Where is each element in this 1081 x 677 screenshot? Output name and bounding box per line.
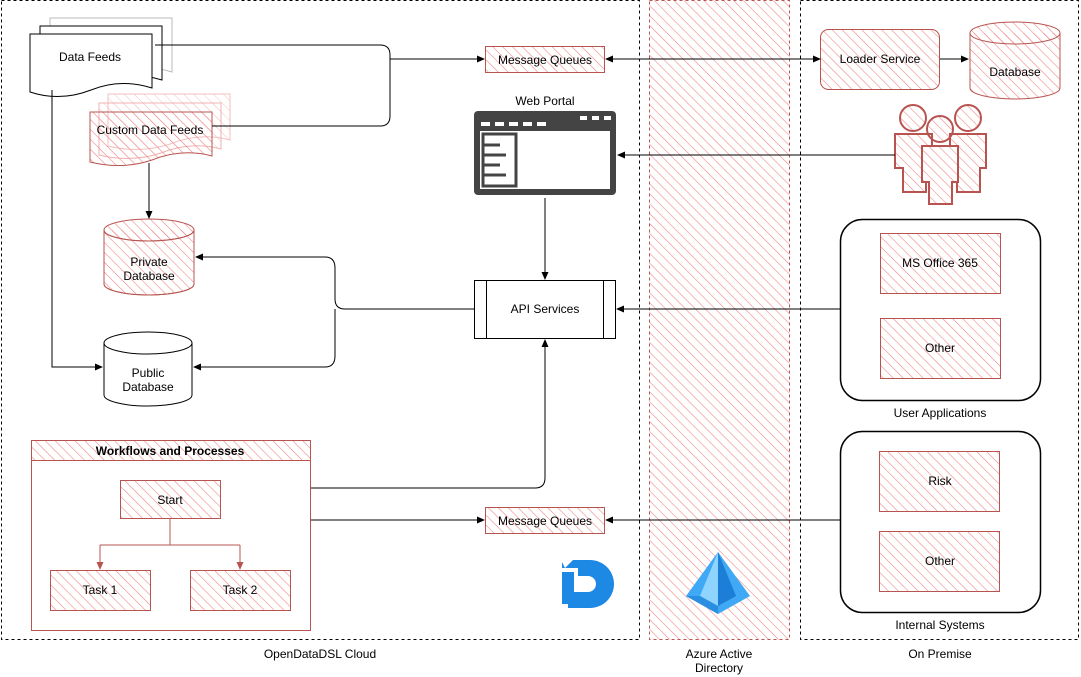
- api-services-node: [474, 280, 616, 339]
- onprem-zone: [800, 0, 1079, 640]
- task2-label: Task 2: [222, 583, 258, 597]
- azure-zone: [649, 0, 790, 640]
- database-label: Database: [989, 65, 1041, 79]
- cloud-zone-label: OpenDataDSL Cloud: [263, 647, 377, 661]
- loader-service-label: Loader Service: [839, 52, 921, 66]
- message-queues-top-label: Message Queues: [497, 53, 593, 67]
- onprem-zone-label: On Premise: [908, 647, 972, 661]
- data-feeds-label: Data Feeds: [58, 50, 122, 64]
- message-queues-bottom-node: [485, 507, 605, 534]
- custom-data-feeds-label: Custom Data Feeds: [96, 123, 204, 137]
- database-node: [969, 21, 1061, 100]
- other-internal-label: Other: [924, 554, 956, 568]
- opendatadsl-logo-icon: [561, 560, 614, 608]
- public-database-label: Public Database: [122, 366, 174, 394]
- public-database-node: [103, 331, 193, 407]
- message-queues-top-node: [485, 46, 605, 73]
- connectors: [51, 44, 969, 524]
- risk-label: Risk: [928, 474, 952, 488]
- task1-label: Task 1: [82, 583, 118, 597]
- internal-systems-label: Internal Systems: [895, 618, 985, 632]
- api-services-label: API Services: [510, 302, 580, 316]
- start-to-tasks-connector: [99, 519, 241, 569]
- users-group-icon: [894, 104, 987, 205]
- data-feeds-node: [29, 17, 173, 97]
- web-portal-window-icon: [474, 111, 616, 195]
- ms-office-node: [880, 233, 1001, 294]
- custom-data-feeds-node: [89, 93, 231, 166]
- web-portal-label: Web Portal: [515, 94, 575, 108]
- risk-node: [879, 451, 1000, 512]
- cloud-zone: [1, 0, 640, 640]
- other-internal-node: [879, 531, 1000, 592]
- start-label: Start: [157, 493, 183, 507]
- azure-zone-label: Azure Active Directory: [685, 647, 753, 675]
- azure-active-directory-icon: [686, 552, 750, 614]
- workflows-title: Workflows and Processes: [95, 444, 245, 458]
- ms-office-label: MS Office 365: [902, 256, 978, 270]
- start-node: [120, 480, 221, 519]
- user-applications-label: User Applications: [893, 406, 987, 420]
- task1-node: [50, 570, 151, 611]
- other-apps-label: Other: [924, 341, 956, 355]
- task2-node: [190, 570, 291, 611]
- private-database-node: [103, 218, 195, 296]
- other-apps-node: [880, 318, 1001, 379]
- private-database-label: Private Database: [123, 255, 175, 283]
- message-queues-bottom-label: Message Queues: [497, 514, 593, 528]
